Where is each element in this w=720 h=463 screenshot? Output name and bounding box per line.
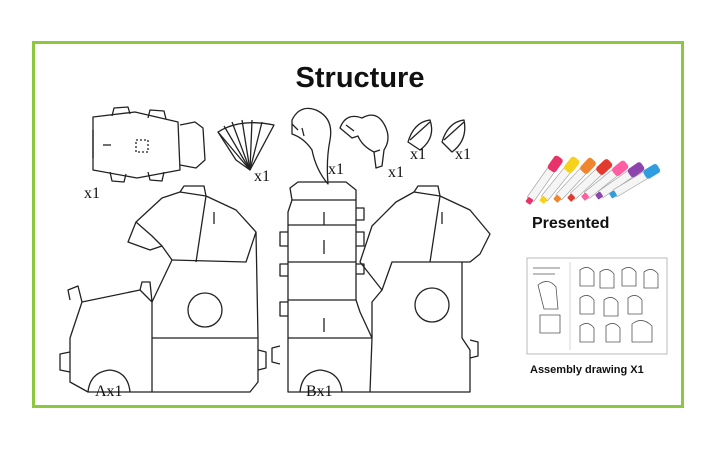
- marker-pen: [525, 155, 563, 205]
- presented-label: Presented: [532, 215, 610, 232]
- body-a-part: [59, 185, 267, 393]
- body-b-count-label: Bx1: [306, 383, 333, 400]
- head-count-label: x1: [84, 185, 100, 202]
- assembly-drawing-image: [526, 257, 668, 355]
- ear-left-part: [407, 119, 433, 151]
- marker-pens-illustration: [525, 155, 661, 205]
- marker-pen: [581, 160, 629, 201]
- marker-pen: [553, 157, 596, 203]
- body-b-part: [271, 181, 491, 393]
- tail-count-label: x1: [328, 161, 344, 178]
- marker-pen: [567, 159, 613, 202]
- ear-right-part: [441, 119, 466, 153]
- forelock-count-label: x1: [388, 164, 404, 181]
- tail-part: [291, 107, 332, 185]
- marker-pen: [539, 156, 580, 204]
- ear-left-count-label: x1: [410, 146, 426, 163]
- page-title: Structure: [295, 62, 425, 94]
- head-part: [92, 106, 206, 183]
- body-a-count-label: Ax1: [95, 383, 123, 400]
- mane-part: [217, 119, 275, 171]
- mane-count-label: x1: [254, 168, 270, 185]
- assembly-drawing-caption: Assembly drawing X1: [530, 364, 644, 376]
- marker-pen: [609, 164, 661, 199]
- ear-right-count-label: x1: [455, 146, 471, 163]
- forelock-part: [339, 114, 389, 169]
